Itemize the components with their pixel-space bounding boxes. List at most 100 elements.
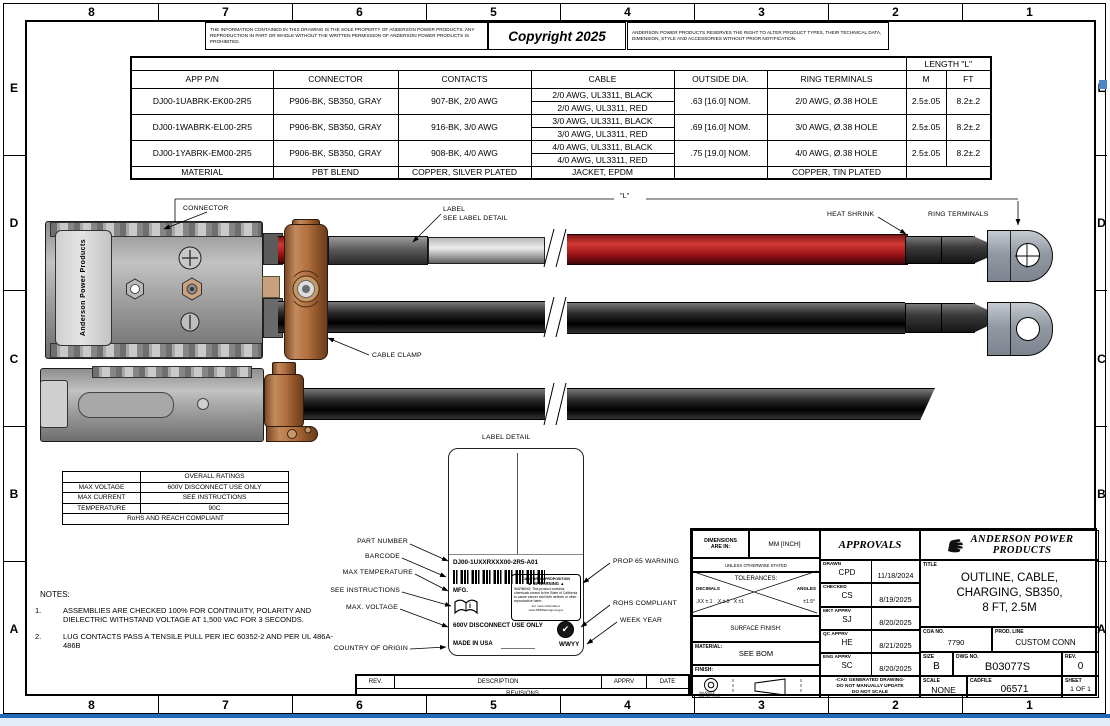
cable-clamp-callout: CABLE CLAMP [372,352,422,359]
surface-finish-label: SURFACE FINISH: [730,626,782,632]
zone-label: A [9,621,19,636]
dwg-no-label: DWG NO. [956,654,979,660]
terminal-crimp-line [1010,303,1011,355]
note-number: 2. [35,632,42,641]
see-label-detail-callout: SEE LABEL DETAIL [443,215,508,222]
label-detail-card: DJ00-1UXXRXXX00-2R5-A01 MFG. i 600V DISC… [448,448,584,656]
date-col-header: DATE [659,679,676,685]
ring-terminal-black [987,302,1053,356]
zone-label: B [9,486,19,501]
connector-nose [40,380,68,428]
material-row: MATERIAL PBT BLEND COPPER, SILVER PLATED… [130,165,992,180]
title-label: TITLE [923,562,937,568]
cell-cable-red: 4/0 AWG, UL3311, RED [530,152,675,167]
cable-label-wrap [428,237,545,264]
cell-material-label: MATERIAL [130,165,274,180]
zone-label: C [9,351,19,366]
see-instructions-callout: SEE INSTRUCTIONS [330,587,400,594]
cell-connector: P906-BK, SB350, GRAY [272,139,399,167]
description-col-header: DESCRIPTION [395,676,602,688]
cell-contacts: 907-BK, 2/0 AWG [397,87,532,115]
tolerances-title: TOLERANCES: [734,576,778,582]
ratings-footer: RoHS AND REACH COMPLIANT [62,513,289,525]
spec-length-header: LENGTH "L" [905,56,992,71]
country-of-origin-callout: COUNTRY OF ORIGIN [333,645,408,652]
cell-contacts: 908-BK, 4/0 AWG [397,139,532,167]
zone-strip-left: E D C B A [3,21,25,696]
cell-cable-red: 2/0 AWG, UL3311, RED [530,100,675,115]
cell-length-m: 2.5±.05 [905,139,947,167]
finish-cell: FINISH: [692,665,820,676]
connector-callout: CONNECTOR [183,205,229,212]
cell-length-m: 2.5±.05 [905,87,947,115]
approval-date: 8/20/2025 [871,608,919,629]
cell-app-pn: DJ00-1YABRK-EM00-2R5 [130,139,274,167]
zone-label: 3 [758,4,765,19]
spec-table: LENGTH "L" APP P/N CONNECTOR CONTACTS CA… [130,56,993,180]
ratings-table: OVERALL RATINGS MAX VOLTAGE 600V DISCONN… [62,471,289,525]
prop65-line1: CALIFORNIA PROPOSITION [522,576,570,581]
ratings-title: OVERALL RATINGS [140,471,289,483]
company-cell: ANDERSON POWER PRODUCTS [920,530,1099,560]
unless-text: UNLESS OTHERWISE STATED [725,562,787,568]
property-notice: THE INFORMATION CONTAINED IN THIS DRAWIN… [205,22,488,50]
zone-label: 5 [490,698,497,712]
size-cell: SIZE B [920,652,953,676]
dimensions-are-in-cell: DIMENSIONS ARE IN: [692,530,749,558]
spec-top-spacer [130,56,907,71]
approval-date: 11/18/2024 [871,561,919,582]
barcode-callout: BARCODE [364,553,400,560]
cell-cable-red: 3/0 AWG, UL3311, RED [530,126,675,141]
zone-strip-top: 8 7 6 5 4 3 2 1 [25,3,1096,20]
week-year-callout: WEEK YEAR [620,617,663,624]
approval-role: QC APPRV [823,632,848,637]
units-value: MM [INCH] [768,540,801,548]
cell-contacts: 916-BK, 3/0 AWG [397,113,532,141]
zone-label: 4 [624,4,631,19]
svg-text:i: i [469,603,471,610]
col-header-m: M [905,69,947,89]
ratings-value: 90C [140,502,289,514]
instructions-book-icon: i [454,599,478,615]
cadfile-value: 06571 [1000,684,1029,695]
cell-outside-dia: .63 [16.0] NOM. [673,87,768,115]
approval-date: 8/21/2025 [871,631,919,652]
rohs-compliant-callout: ROHS COMPLIANT [613,600,677,607]
coa-label: COA NO. [923,629,945,635]
cell-length-ft: 8.2±.2 [945,113,992,141]
label-divider [449,554,583,555]
approval-role: ENG APPRV [823,655,851,660]
approval-initials: SJ [842,615,852,624]
zone-label: 8 [88,698,95,712]
dwg-no-cell: DWG NO. B03077S [953,652,1062,676]
notes-heading: NOTES: [40,590,70,599]
zone-label: D [9,216,19,231]
rights-notice-text: ANDERSON POWER PRODUCTS RESERVES THE RIG… [632,29,882,41]
cell-outside-dia: .69 [16.0] NOM. [673,113,768,141]
zone-label: 4 [624,698,631,712]
scrollbar-fragment[interactable] [1099,80,1107,89]
size-value: B [933,661,940,672]
zone-label: 6 [356,4,363,19]
angles-value: ±1.5° [803,599,815,605]
col-header-ft: FT [945,69,992,89]
label-origin-text: MADE IN USA [453,641,493,647]
col-header-outside-dia: OUTSIDE DIA. [673,69,768,89]
note-text: LUG CONTACTS PASS A TENSILE PULL PER IEC… [63,632,333,651]
cable-clamp [284,224,328,360]
zone-label: 7 [222,698,229,712]
approval-initials: SC [841,661,853,670]
ratings-blank [62,471,141,483]
heat-shrink-seam [941,237,942,263]
cell-cable-black: 3/0 AWG, UL3311, BLACK [530,113,675,128]
zone-label: 2 [892,698,899,712]
ring-terminals-callout: RING TERMINALS [928,211,989,218]
label-centerline [517,453,518,554]
zone-label: B [1097,486,1106,501]
zone-label: 1 [1026,4,1033,19]
projection-note: 3rd ANGLE PROJECTION [699,691,720,699]
label-callout: LABEL [443,206,466,213]
cell-material-outside-dia [673,165,768,180]
prop65-warning-box: CALIFORNIA PROPOSITION ▲ 65 WARNING ▲ WA… [511,574,581,621]
